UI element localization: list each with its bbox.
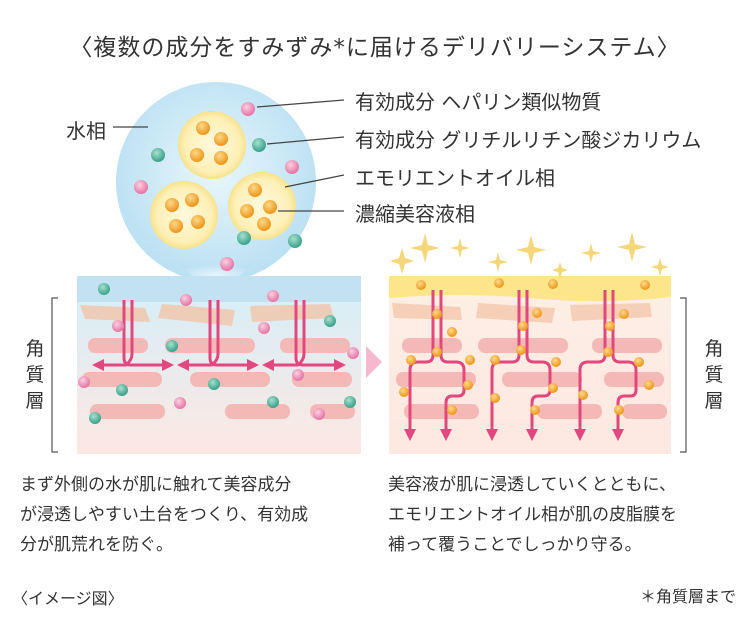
skin-panel-right xyxy=(389,276,671,454)
leader-lines xyxy=(113,99,345,212)
callout-serum-phase: 濃縮美容液相 xyxy=(355,202,475,226)
emulsion-bubble xyxy=(116,82,316,290)
glycyrrhizinate-particle xyxy=(252,138,266,152)
heparinoid-particle xyxy=(134,180,148,194)
callout-oil-phase: エモリエントオイル相 xyxy=(355,166,555,190)
glycyrrhizinate-particle xyxy=(237,231,251,245)
stratum-corneum-label-right: 角 質 層 xyxy=(704,338,724,412)
oil-particles xyxy=(399,278,654,415)
skin-panel-left xyxy=(77,276,361,454)
stratum-brackets xyxy=(51,297,687,453)
sparkles xyxy=(390,232,669,278)
heparinoid-particle xyxy=(241,102,255,116)
callout-glycyrrhizinate: 有効成分 グリチルリチン酸ジカリウム xyxy=(355,128,702,152)
oil-droplet xyxy=(178,111,246,179)
penetration-arrows xyxy=(92,300,346,371)
heparinoid-particle xyxy=(285,160,299,174)
heparinoid-particle xyxy=(220,257,234,271)
footnote: ＊角質層まで xyxy=(639,587,736,606)
stratum-corneum-label-left: 角 質 層 xyxy=(25,338,45,412)
glycyrrhizinate-particle xyxy=(151,148,165,162)
deep-penetration-arrows xyxy=(404,290,638,441)
glycyrrhizinate-particle xyxy=(288,234,302,248)
image-note: 〈イメージ図〉 xyxy=(12,589,124,608)
caption-left: まず外側の水が肌に触れて美容成分 が浸透しやすい土台をつくり、有効成 分が肌荒れ… xyxy=(20,475,309,555)
oil-droplet xyxy=(150,181,218,249)
oil-droplet xyxy=(228,172,296,240)
caption-right: 美容液が肌に浸透していくとともに、 エモリエントオイル相が肌の皮脂膜を 補って覆… xyxy=(388,475,677,555)
water-phase-label: 水相 xyxy=(66,119,106,143)
transition-arrow xyxy=(366,346,382,378)
diagram-title: 〈複数の成分をすみずみ*に届けるデリバリーシステム〉 xyxy=(69,35,681,61)
callout-heparinoid: 有効成分 ヘパリン類似物質 xyxy=(355,90,602,114)
